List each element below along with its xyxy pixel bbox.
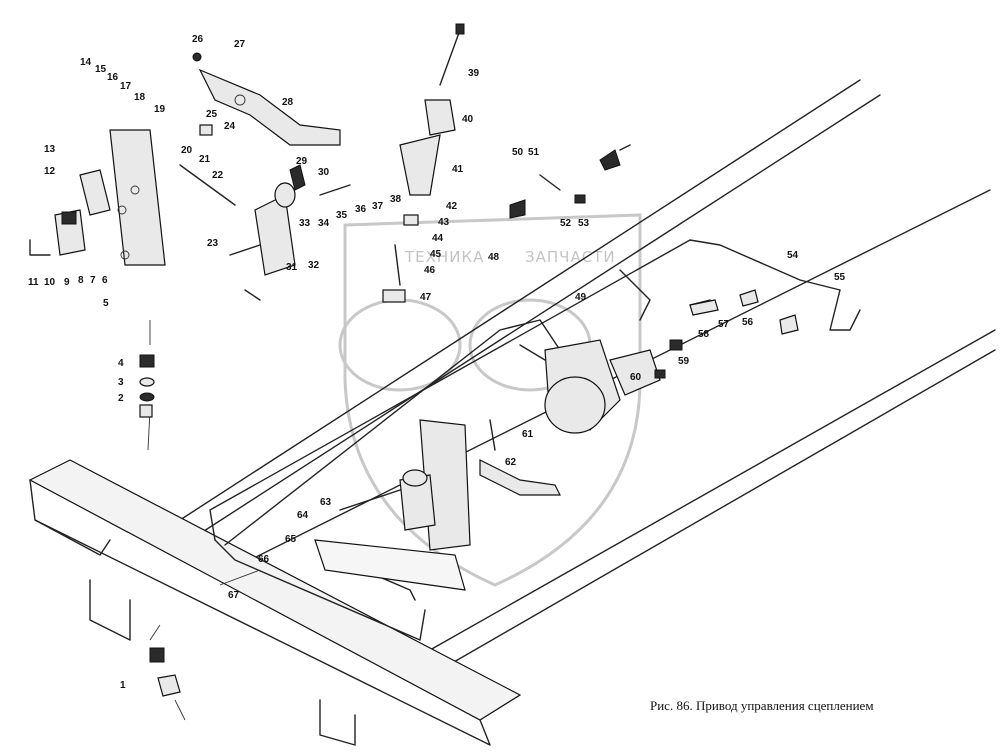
callout-60: 60 (630, 372, 642, 383)
callout-47: 47 (420, 292, 432, 303)
callout-58: 58 (698, 329, 710, 340)
callout-4: 4 (118, 358, 124, 369)
watermark-line1: ТЕХНИКА (404, 248, 484, 266)
callout-31: 31 (286, 262, 298, 273)
callout-65: 65 (285, 534, 297, 545)
callout-26: 26 (192, 34, 204, 45)
callout-35: 35 (336, 210, 348, 221)
lower-pedal-assembly (314, 419, 561, 591)
callout-7: 7 (90, 275, 96, 286)
callout-51: 51 (528, 147, 540, 158)
callout-9: 9 (64, 277, 70, 288)
callout-63: 63 (320, 497, 332, 508)
callout-19: 19 (154, 104, 166, 115)
callout-1: 1 (120, 680, 126, 691)
callout-28: 28 (282, 97, 294, 108)
callout-66: 66 (258, 554, 270, 565)
callout-16: 16 (107, 72, 119, 83)
callout-39: 39 (468, 68, 480, 79)
callout-43: 43 (438, 217, 450, 228)
callout-3: 3 (118, 377, 124, 388)
callout-62: 62 (505, 457, 517, 468)
callout-46: 46 (424, 265, 436, 276)
callout-11: 11 (28, 277, 39, 288)
callout-17: 17 (120, 81, 132, 92)
callout-20: 20 (181, 145, 193, 156)
callout-38: 38 (390, 194, 402, 205)
callout-5: 5 (103, 298, 109, 309)
callout-52: 52 (560, 218, 572, 229)
callout-61: 61 (522, 429, 534, 440)
pedal-bracket-assembly (29, 52, 341, 266)
callout-59: 59 (678, 356, 690, 367)
callout-10: 10 (44, 277, 56, 288)
callout-42: 42 (446, 201, 458, 212)
callout-37: 37 (372, 201, 384, 212)
watermark-line2: ЗАПЧАСТИ (525, 248, 616, 266)
callout-67: 67 (228, 590, 240, 601)
callout-54: 54 (787, 250, 799, 261)
callout-49: 49 (575, 292, 587, 303)
callout-41: 41 (452, 164, 464, 175)
callout-33: 33 (299, 218, 311, 229)
callout-53: 53 (578, 218, 590, 229)
callout-32: 32 (308, 260, 320, 271)
callout-25: 25 (206, 109, 218, 120)
callout-21: 21 (199, 154, 211, 165)
callout-45: 45 (430, 249, 442, 260)
callout-56: 56 (742, 317, 754, 328)
callout-12: 12 (44, 166, 56, 177)
callout-8: 8 (78, 275, 84, 286)
callout-29: 29 (296, 156, 308, 167)
callout-48: 48 (488, 252, 500, 263)
figure-caption: Рис. 86. Привод управления сцеплением (650, 698, 874, 713)
callout-27: 27 (234, 39, 246, 50)
callout-2: 2 (118, 393, 124, 404)
callout-14: 14 (80, 57, 92, 68)
callout-50: 50 (512, 147, 524, 158)
lever-boot-assembly (319, 23, 465, 303)
callout-40: 40 (462, 114, 474, 125)
callout-15: 15 (95, 64, 107, 75)
callout-34: 34 (318, 218, 330, 229)
callout-22: 22 (212, 170, 224, 181)
callout-18: 18 (134, 92, 146, 103)
master-cylinder-left (229, 164, 306, 301)
callout-24: 24 (224, 121, 236, 132)
callout-55: 55 (834, 272, 846, 283)
fittings-left-column (139, 354, 181, 697)
callout-57: 57 (718, 319, 730, 330)
callout-23: 23 (207, 238, 219, 249)
front-cross-member (28, 459, 522, 746)
callout-13: 13 (44, 144, 56, 155)
callout-64: 64 (297, 510, 309, 521)
clutch-servo-unit (509, 144, 799, 434)
callout-30: 30 (318, 167, 330, 178)
callout-36: 36 (355, 204, 367, 215)
callout-labels: 1 2 3 4 5 6 7 8 9 10 11 12 13 14 15 16 1… (28, 34, 846, 691)
callout-44: 44 (432, 233, 444, 244)
callout-6: 6 (102, 275, 108, 286)
